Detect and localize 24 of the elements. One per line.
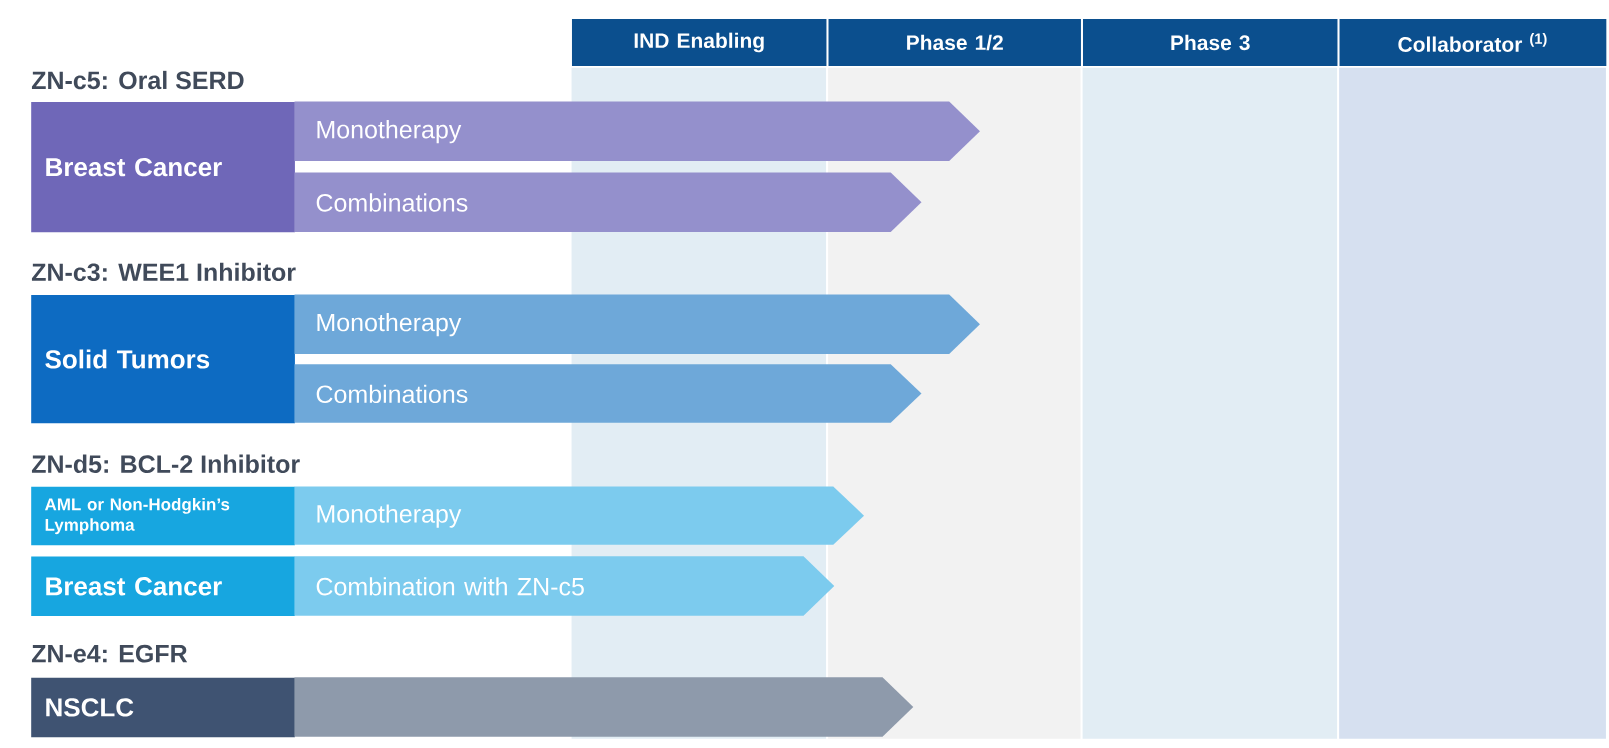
program-title: ZN-d5: BCL-2 Inhibitor	[31, 454, 300, 473]
indication-box: Breast Cancer	[31, 556, 295, 617]
arrow-bar: Combinations	[294, 364, 922, 423]
arrow-bar: Combination with ZN-c5	[294, 556, 835, 616]
node-label: IND Enabling	[634, 32, 764, 53]
header-cell: Collaborator $^{(1)}$	[1339, 18, 1607, 67]
arrow-bar: Monotherapy	[294, 486, 865, 545]
node-label: Collaborator $^{(1)}$	[1398, 33, 1547, 52]
arrow-bar: Monotherapy	[294, 294, 980, 354]
arrow-bar	[294, 677, 914, 737]
indication-box: Breast Cancer	[31, 101, 295, 233]
header-cell: Phase 3	[1083, 18, 1338, 67]
node-label: Phase 1/2	[907, 34, 1003, 51]
arrow-bar: Monotherapy	[294, 101, 980, 162]
indication-box: NSCLC	[31, 677, 295, 738]
arrow-bar: Combinations	[294, 172, 922, 232]
program-title: ZN-c5: Oral SERD	[31, 70, 244, 90]
header-cell: IND Enabling	[571, 18, 827, 67]
program-title: ZN-c3: WEE1 Inhibitor	[31, 262, 296, 282]
node-label: Phase 3	[1171, 34, 1250, 51]
program-title: ZN-e4: EGFR	[31, 644, 188, 663]
indication-box: AML or Non-Hodgkin’s Lymphoma	[31, 486, 295, 546]
header-cell: Phase 1/2	[828, 18, 1081, 67]
indication-box: Solid Tumors	[31, 294, 295, 424]
